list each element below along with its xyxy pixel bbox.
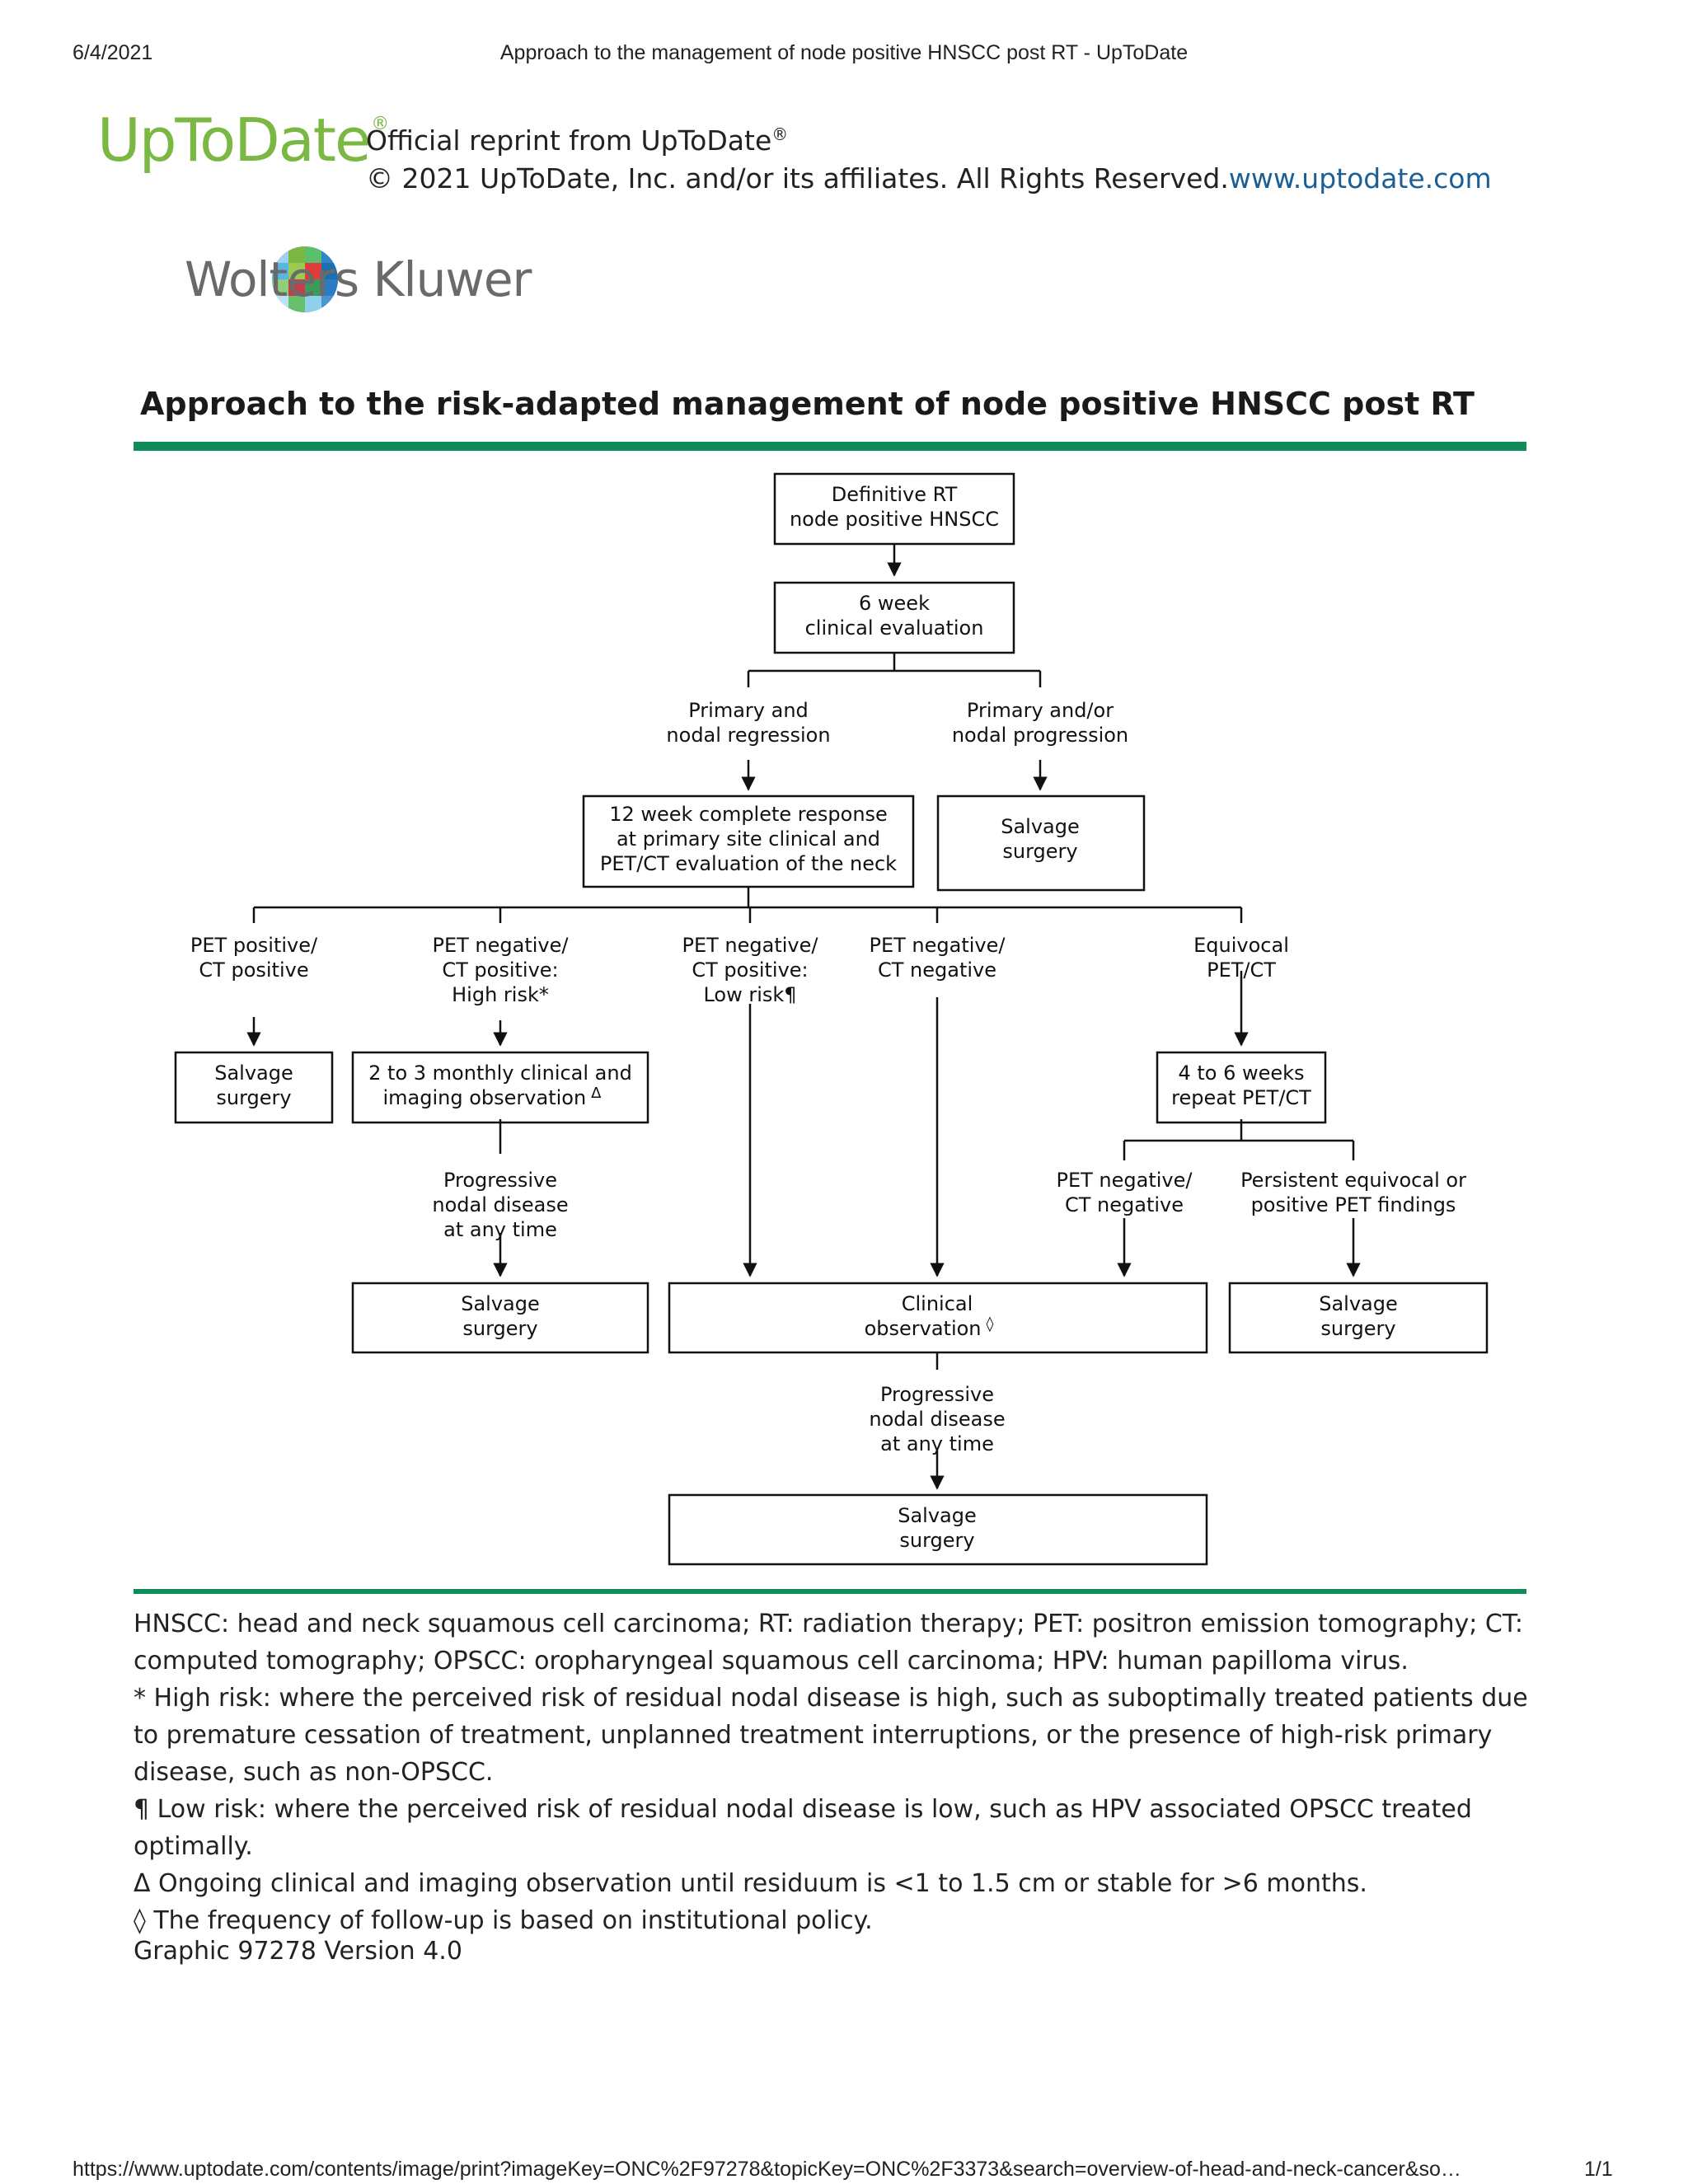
registered-mark: ® — [371, 114, 389, 134]
flow-category-high-risk: PET negative/CT positive:High risk* — [433, 934, 570, 1006]
reprint-line-2: © 2021 UpToDate, Inc. and/or its affilia… — [366, 160, 1492, 198]
flow-category-pet-pos-ct-pos: PET positive/CT positive — [190, 934, 318, 982]
footnote-delta: Δ Ongoing clinical and imaging observati… — [134, 1869, 1367, 1898]
flow-category-pet-neg-ct-neg: PET negative/CT negative — [870, 934, 1006, 982]
print-page-title: Approach to the management of node posit… — [499, 41, 1189, 64]
uptodate-link[interactable]: www.uptodate.com — [1228, 162, 1492, 194]
footnote-diamond: ◊ The frequency of follow-up is based on… — [134, 1906, 873, 1935]
print-footer-url: https://www.uptodate.com/contents/image/… — [73, 2158, 1461, 2181]
footnotes: HNSCC: head and neck squamous cell carci… — [134, 1605, 1535, 1939]
flow-box-start — [773, 472, 1015, 546]
flow-box-eval12 — [582, 794, 915, 888]
flow-sub-neg-label: PET negative/CT negative — [1057, 1169, 1193, 1216]
graphic-version: Graphic 97278 Version 4.0 — [134, 1937, 462, 1966]
wolters-kluwer-wordmark: Wolters Kluwer — [185, 251, 532, 307]
wolters-kluwer-logo-icon — [272, 246, 338, 312]
flow-box-repeat-pet — [1156, 1051, 1327, 1124]
flow-box-eval6 — [773, 581, 1015, 654]
graphic-title: Approach to the risk-adapted management … — [140, 386, 1475, 422]
footnote-rule — [134, 1589, 1526, 1594]
flow-box-monthly-obs — [351, 1051, 649, 1124]
footnote-high-risk: * High risk: where the perceived risk of… — [134, 1684, 1528, 1787]
uptodate-logo-text: UpToDate — [97, 105, 371, 175]
registered-mark: ® — [771, 124, 789, 144]
reprint-notice: Official reprint from UpToDate® © 2021 U… — [366, 115, 1492, 198]
flow-box-salvage3 — [1228, 1282, 1489, 1354]
copyright-text: © 2021 UpToDate, Inc. and/or its affilia… — [366, 162, 1229, 194]
print-date: 6/4/2021 — [73, 41, 153, 64]
flow-box-salvage-final — [668, 1493, 1208, 1566]
reprint-line-1: Official reprint from UpToDate® — [366, 115, 1492, 160]
footnote-low-risk: ¶ Low risk: where the perceived risk of … — [134, 1795, 1472, 1861]
flow-box-salvage-top — [936, 794, 1146, 892]
footnote-abbreviations: HNSCC: head and neck squamous cell carci… — [134, 1610, 1523, 1675]
flow-box-salvage2 — [351, 1282, 649, 1354]
flow-box-salvage1 — [174, 1051, 334, 1124]
uptodate-logo: UpToDate® — [97, 105, 389, 175]
print-footer-page: 1/1 — [1584, 2158, 1613, 2181]
reprint-text: Official reprint from UpToDate — [366, 124, 772, 157]
flow-box-clinical-obs — [668, 1282, 1208, 1354]
title-rule — [134, 442, 1526, 451]
flow-category-low-risk: PET negative/CT positive:Low risk¶ — [682, 934, 819, 1006]
